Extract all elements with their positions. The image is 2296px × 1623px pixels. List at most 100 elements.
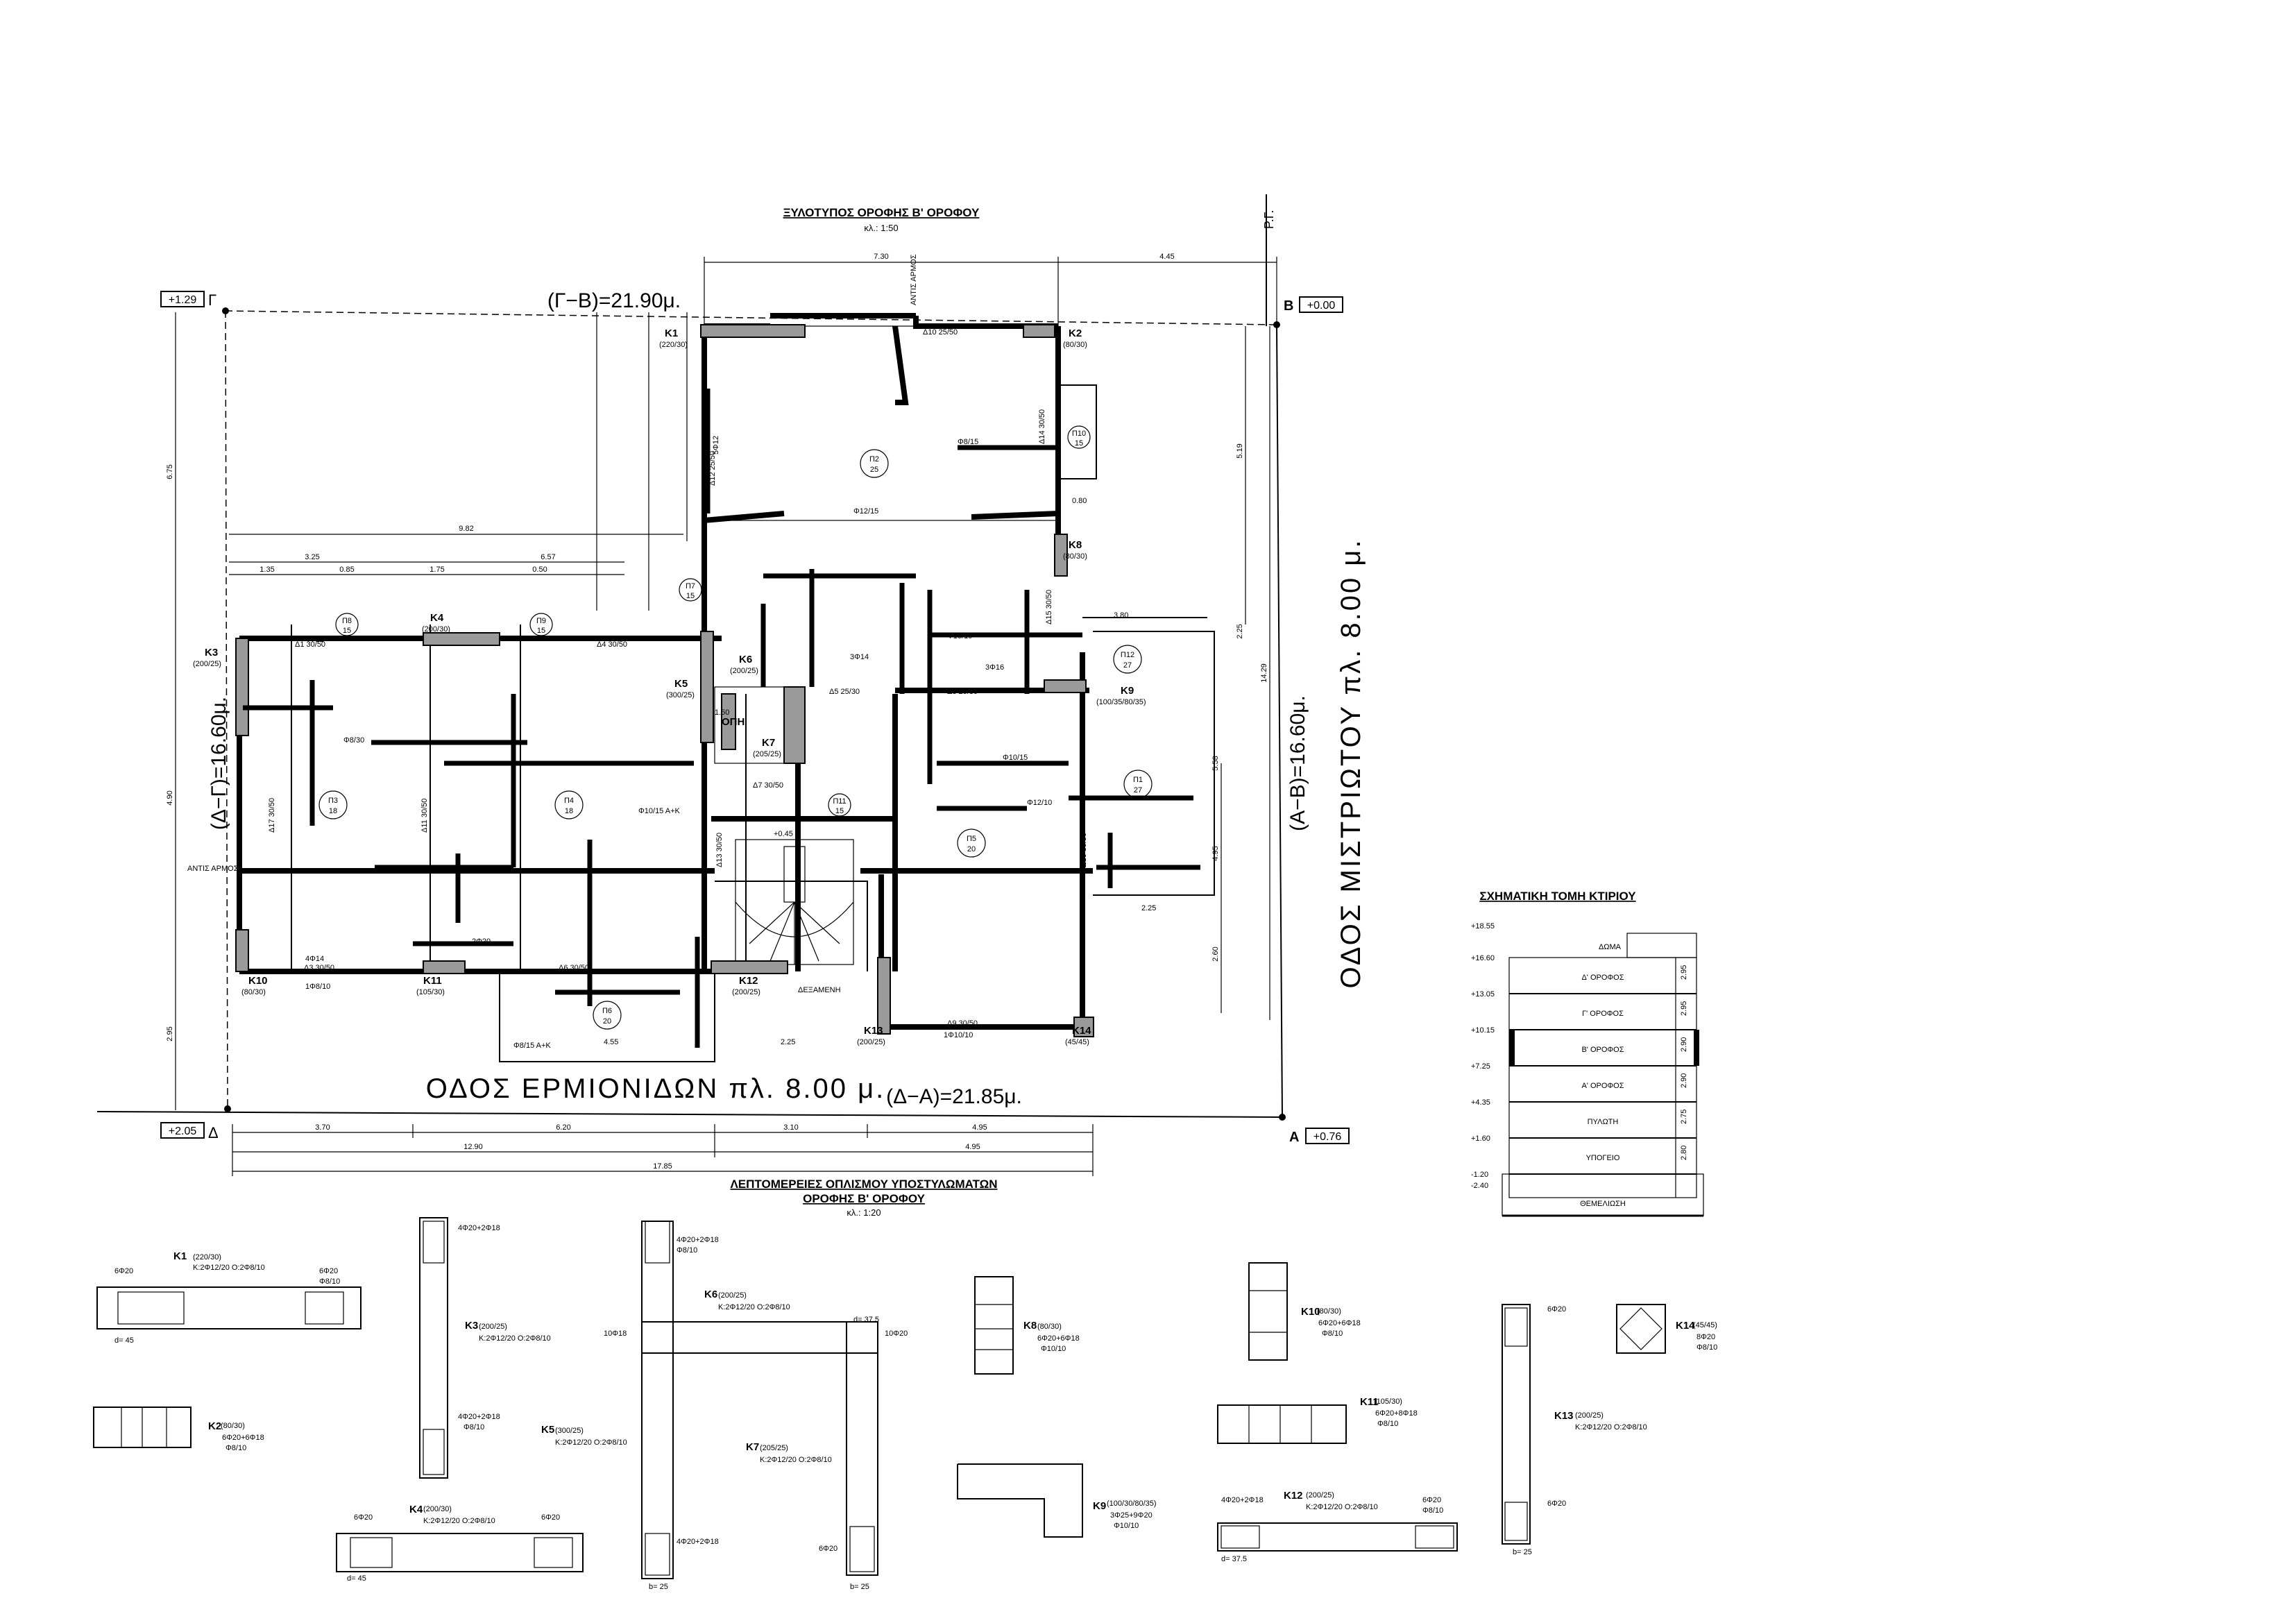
detail-k3: Κ3 (200/25) Κ:2Φ12/20 Ο:2Φ8/10 4Φ20+2Φ18… <box>419 1217 551 1479</box>
svg-text:Κ8: Κ8 <box>1069 539 1082 551</box>
svg-text:Κ:2Φ12/20 Ο:2Φ8/10: Κ:2Φ12/20 Ο:2Φ8/10 <box>1575 1423 1647 1431</box>
slab-label: Π2 25 <box>860 449 889 478</box>
dim-bottom: 4.95 <box>972 1123 987 1132</box>
column-label: Κ6(200/25) <box>730 654 758 675</box>
dim-bottom: 6.20 <box>556 1123 570 1132</box>
svg-text:Π12: Π12 <box>1121 651 1134 659</box>
corner-letter-gamma: Γ <box>208 291 216 309</box>
corner-letter-beta: Β <box>1284 298 1293 314</box>
section-height: 2.80 <box>1680 1146 1688 1160</box>
svg-text:(100/30/80/35): (100/30/80/35) <box>1107 1499 1157 1508</box>
svg-text:Κ8: Κ8 <box>1023 1320 1037 1332</box>
slab-label: Π3 18 <box>318 790 348 819</box>
svg-text:(100/35/80/35): (100/35/80/35) <box>1096 698 1146 706</box>
svg-text:Π1: Π1 <box>1133 776 1143 784</box>
beam-label: Δ8 25/30 <box>947 688 978 696</box>
svg-text:(220/30): (220/30) <box>193 1253 221 1261</box>
detail-k5-k6-k7: Κ6 (200/25) Κ:2Φ12/20 Ο:2Φ8/10 4Φ20+2Φ18… <box>541 1221 908 1591</box>
svg-text:Φ8/10: Φ8/10 <box>319 1277 340 1286</box>
note-dim: 0.80 <box>1072 497 1087 505</box>
detail-k8: Κ8 (80/30) 6Φ20+6Φ18 Φ10/10 <box>974 1276 1080 1375</box>
svg-text:Φ8/10: Φ8/10 <box>464 1423 484 1431</box>
dim-mid: 1.75 <box>430 566 444 574</box>
svg-text:(45/45): (45/45) <box>1693 1321 1717 1329</box>
svg-text:8Φ20: 8Φ20 <box>1697 1333 1715 1341</box>
svg-text:Φ8/10: Φ8/10 <box>226 1444 246 1452</box>
svg-text:(80/30): (80/30) <box>1037 1323 1062 1331</box>
section-level: +7.25 <box>1471 1062 1490 1071</box>
svg-text:Κ12: Κ12 <box>739 975 758 987</box>
corner-delta-point <box>224 1105 231 1112</box>
svg-text:6Φ20: 6Φ20 <box>1422 1496 1441 1504</box>
section-height: 2.95 <box>1680 965 1688 980</box>
svg-text:(80/30): (80/30) <box>1063 341 1087 349</box>
dim-left: 4.90 <box>166 790 174 805</box>
details-subtitle: ΟΡΟΦΗΣ Β' ΟΡΟΦΟΥ <box>803 1192 925 1205</box>
svg-text:6Φ20: 6Φ20 <box>819 1545 837 1553</box>
svg-text:Φ10/10: Φ10/10 <box>1041 1345 1066 1353</box>
dim-right: 14.29 <box>1260 663 1268 683</box>
detail-k1: Κ1 (220/30) Κ:2Φ12/20 Ο:2Φ8/10 6Φ20 6Φ20… <box>96 1250 362 1345</box>
street-south-label: ΟΔΟΣ ΕΡΜΙΟΝΙΔΩΝ πλ. 8.00 μ. <box>426 1073 886 1104</box>
svg-text:15: 15 <box>343 627 351 635</box>
svg-text:Κ9: Κ9 <box>1093 1500 1106 1512</box>
dim-top: 7.30 <box>874 253 888 261</box>
svg-text:18: 18 <box>565 807 573 815</box>
svg-text:d= 37.5: d= 37.5 <box>1221 1555 1247 1563</box>
section-level: +10.15 <box>1471 1026 1495 1035</box>
detail-k9: Κ9 (100/30/80/35) 3Φ25+9Φ20 Φ10/10 <box>957 1463 1157 1538</box>
rebar-note: 3Φ16 <box>985 663 1004 672</box>
svg-text:Κ:2Φ12/20 Ο:2Φ8/10: Κ:2Φ12/20 Ο:2Φ8/10 <box>193 1264 265 1272</box>
column-shape-k12 <box>711 960 788 974</box>
column-shape-k1 <box>700 324 806 338</box>
section-roof-box <box>1626 933 1697 958</box>
dim-mid: 0.85 <box>339 566 354 574</box>
rebar-note: 4Φ12 <box>305 636 324 644</box>
column-label: Κ1(220/30) <box>659 328 688 349</box>
section-floor-name: Β' ΟΡΟΦΟΣ <box>1581 1046 1624 1054</box>
slab-label: Π10 15 <box>1067 425 1091 449</box>
svg-text:Π10: Π10 <box>1072 430 1086 438</box>
svg-text:6Φ20+6Φ18: 6Φ20+6Φ18 <box>222 1434 264 1442</box>
svg-text:Π3: Π3 <box>328 797 338 805</box>
rebar-note: 3Φ14 <box>850 653 869 661</box>
svg-text:Κ9: Κ9 <box>1121 685 1134 697</box>
svg-text:(200/25): (200/25) <box>732 988 760 996</box>
section-level: -1.20 <box>1471 1171 1488 1179</box>
svg-text:Φ8/10: Φ8/10 <box>1377 1420 1398 1428</box>
slab-label: Π7 15 <box>679 578 702 602</box>
dim-right: 2.60 <box>1211 946 1220 961</box>
detail-k13: Κ13 (200/25) Κ:2Φ12/20 Ο:2Φ8/10 6Φ20 6Φ2… <box>1502 1304 1647 1556</box>
note-dim: 4.55 <box>604 1038 618 1046</box>
dim-mid: 3.25 <box>305 553 319 561</box>
svg-text:(80/30): (80/30) <box>221 1422 245 1430</box>
corner-level-box <box>1305 1128 1350 1144</box>
svg-text:6Φ20: 6Φ20 <box>1547 1305 1566 1314</box>
side-da-label: (Δ−Α)=21.85μ. <box>886 1085 1022 1108</box>
column-label: Κ2(80/30) <box>1063 328 1087 349</box>
svg-text:Φ8/10: Φ8/10 <box>1322 1329 1343 1338</box>
beam-label: Δ16 30/50 <box>1080 833 1088 867</box>
section-floor-name: ΔΩΜΑ <box>1599 943 1622 951</box>
svg-text:15: 15 <box>686 592 695 600</box>
section-floor-name: Α' ΟΡΟΦΟΣ <box>1581 1082 1624 1090</box>
rebar-note: 5Φ12 <box>712 436 720 454</box>
slab-label: Π8 15 <box>335 613 359 636</box>
column-shape-k4 <box>423 632 500 646</box>
slab-rebars <box>243 389 1200 1048</box>
section-level: -2.40 <box>1471 1182 1488 1190</box>
rebar-notes: Φ8/15 Φ8/30 Φ10/15 Φ12/10 Φ12/15 Φ10/10 … <box>305 436 1052 1050</box>
svg-text:Π9: Π9 <box>536 617 546 625</box>
rebar-note: 1Φ10/10 <box>944 1031 973 1039</box>
svg-text:b= 25: b= 25 <box>649 1583 668 1591</box>
column-shape-k10 <box>235 929 249 972</box>
svg-text:Κ4: Κ4 <box>430 612 444 624</box>
svg-text:Κ10: Κ10 <box>248 975 268 987</box>
svg-text:Κ5: Κ5 <box>674 678 688 690</box>
dim-mid: 9.82 <box>459 525 473 533</box>
detail-k4: Κ4 (200/30) Κ:2Φ12/20 Ο:2Φ8/10 6Φ20 6Φ20… <box>336 1504 584 1583</box>
beam-label: Δ4 30/50 <box>597 640 627 649</box>
svg-text:d= 45: d= 45 <box>114 1336 134 1345</box>
svg-text:10Φ20: 10Φ20 <box>885 1329 908 1338</box>
dim-right: 5.58 <box>1211 756 1220 770</box>
